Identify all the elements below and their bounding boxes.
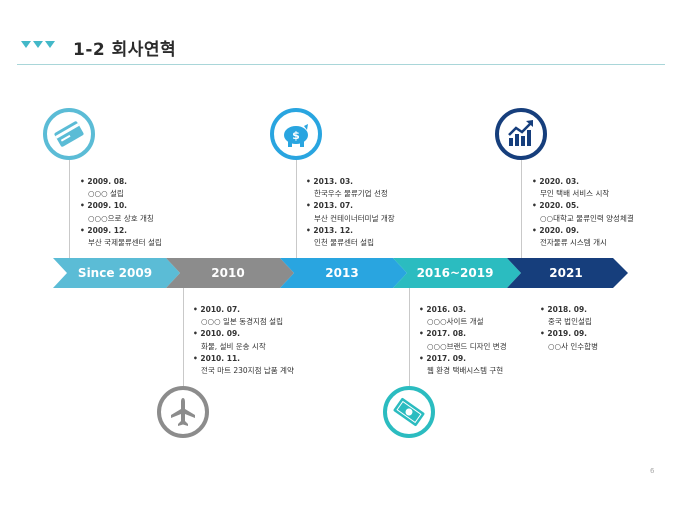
connector-line <box>69 160 70 260</box>
connector-line <box>521 160 522 260</box>
connector-line <box>296 160 297 260</box>
event-text: ○○○ 일본 동경지점 설립 <box>201 317 283 327</box>
event-date: 2009. 12. <box>80 225 162 237</box>
event-date: 2013. 03. <box>306 176 395 188</box>
page-number: 6 <box>650 467 655 475</box>
event-text: 전자물류 시스템 개시 <box>540 238 607 248</box>
event-text: 전국 마트 230지점 납품 계약 <box>201 366 294 376</box>
page-title: 1-2 회사연혁 <box>73 40 177 60</box>
event-text: 한국우수 물류기업 선정 <box>314 189 388 199</box>
timeline-segment <box>53 258 180 288</box>
event-text: ○○○으로 상호 개칭 <box>88 213 154 223</box>
growth-chart-icon <box>495 108 547 160</box>
event-text: ○○사 인수합병 <box>548 341 598 351</box>
event-text: ○○○사이트 개설 <box>427 317 484 327</box>
event-date: 2013. 07. <box>306 200 395 212</box>
event-date: 2009. 08. <box>80 176 162 188</box>
event-text: ○○○ 설립 <box>88 189 124 199</box>
event-date: 2017. 08. <box>419 328 507 340</box>
airplane-icon <box>157 386 209 438</box>
event-date: 2018. 09. <box>540 304 598 316</box>
event-date: 2010. 11. <box>193 353 294 365</box>
event-list-2018-2019: 2018. 09. 중국 법인설립 2019. 09. ○○사 인수합병 <box>540 304 598 353</box>
event-text: 웹 환경 택배시스템 구현 <box>427 366 504 376</box>
event-text: 중국 법인설립 <box>548 317 592 327</box>
event-date: 2020. 05. <box>532 200 634 212</box>
event-date: 2013. 12. <box>306 225 395 237</box>
timeline-label-since-2009: Since 2009 <box>77 266 153 280</box>
timeline-segment <box>393 258 521 288</box>
timeline-label-2016-2019: 2016~2019 <box>416 266 494 280</box>
timeline-segment <box>280 258 407 288</box>
credit-card-icon <box>43 108 95 160</box>
event-date: 2010. 09. <box>193 328 294 340</box>
event-text: ○○대학교 물류인력 양성체결 <box>540 213 634 223</box>
event-text: 부산 컨테이너터미널 개장 <box>314 213 395 223</box>
timeline-segment <box>166 258 294 288</box>
header-triangles-icon <box>21 41 55 48</box>
timeline-label-2013: 2013 <box>325 266 359 280</box>
event-text: 화물, 설비 운송 시작 <box>201 341 266 351</box>
svg-text:$: $ <box>292 129 300 142</box>
timeline-label-2010: 2010 <box>211 266 245 280</box>
piggy-bank-icon: $ <box>270 108 322 160</box>
event-text: 부산 국제물류센터 설립 <box>88 238 162 248</box>
event-list-2013: 2013. 03. 한국우수 물류기업 선정 2013. 07. 부산 컨테이너… <box>306 176 395 249</box>
event-list-2010: 2010. 07. ○○○ 일본 동경지점 설립 2010. 09. 화물, 설… <box>193 304 294 377</box>
event-date: 2020. 09. <box>532 225 634 237</box>
event-date: 2019. 09. <box>540 328 598 340</box>
event-text: 인천 물류센터 설립 <box>314 238 374 248</box>
event-date: 2009. 10. <box>80 200 162 212</box>
event-date: 2017. 09. <box>419 353 507 365</box>
event-list-2016-2017: 2016. 03. ○○○사이트 개설 2017. 08. ○○○브랜드 디자인… <box>419 304 507 377</box>
title-divider <box>17 64 665 65</box>
event-list-2009: 2009. 08. ○○○ 설립 2009. 10. ○○○으로 상호 개칭 2… <box>80 176 162 249</box>
event-date: 2010. 07. <box>193 304 294 316</box>
timeline-segment <box>507 258 628 288</box>
banknote-icon <box>383 386 435 438</box>
timeline-label-2021: 2021 <box>549 266 583 280</box>
event-list-2020: 2020. 03. 무인 택배 서비스 시작 2020. 05. ○○대학교 물… <box>532 176 634 249</box>
event-text: ○○○브랜드 디자인 변경 <box>427 341 507 351</box>
event-date: 2020. 03. <box>532 176 634 188</box>
connector-line <box>409 288 410 386</box>
connector-line <box>183 288 184 386</box>
event-date: 2016. 03. <box>419 304 507 316</box>
event-text: 무인 택배 서비스 시작 <box>540 189 610 199</box>
